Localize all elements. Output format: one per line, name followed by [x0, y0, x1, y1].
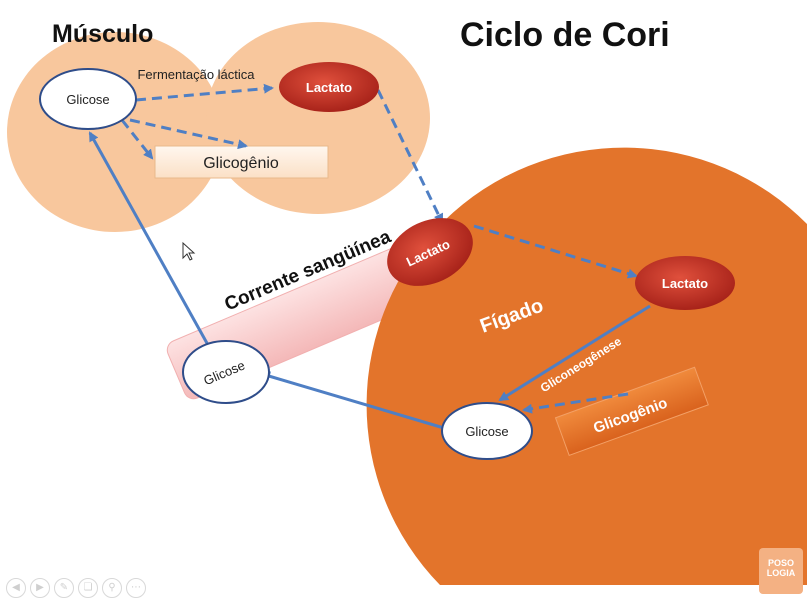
mouse-cursor-icon	[182, 241, 196, 261]
more-icon[interactable]: ⋯	[126, 578, 146, 598]
fermentation-label: Fermentação láctica	[137, 67, 255, 82]
blood-lactate-node: Lactato	[387, 218, 473, 286]
arrow-glucose-to-glycogen-muscle-2	[129, 118, 248, 150]
copy-icon[interactable]: ❏	[78, 578, 98, 598]
arrow-gluconeogenesis	[498, 304, 651, 402]
arrow-blood-lactate-to-liver	[473, 224, 638, 279]
muscle-title: Músculo	[52, 20, 154, 48]
arrow-liver-glucose-to-blood	[260, 371, 445, 430]
muscle-lactate-node: Lactato	[279, 62, 379, 112]
liver-glucose-label: Glicose	[465, 424, 508, 439]
play-icon[interactable]: ▶	[30, 578, 50, 598]
arrow-muscle-lactate-to-blood	[376, 89, 444, 224]
liver-lactate-node: Lactato	[635, 256, 735, 310]
arrow-glucose-to-glycogen-muscle	[120, 119, 154, 160]
zoom-icon[interactable]: ⚲	[102, 578, 122, 598]
muscle-glucose-label: Glicose	[66, 92, 109, 107]
liver-lactate-label: Lactato	[662, 276, 708, 291]
muscle-glycogen-label: Glicogênio	[203, 155, 279, 172]
blood-glucose-node: Glicose	[182, 340, 270, 404]
arrow-glucose-to-lactate-muscle	[135, 83, 274, 102]
muscle-glucose-node: Glicose	[39, 68, 137, 130]
liver-glucose-node: Glicose	[441, 402, 533, 460]
previous-icon[interactable]: ◀	[6, 578, 26, 598]
liver-glycogen-box	[554, 366, 709, 457]
muscle-glycogen-box	[154, 145, 329, 179]
arrow-blood-glucose-to-muscle	[88, 131, 210, 346]
pen-icon[interactable]: ✎	[54, 578, 74, 598]
arrow-liver-glycogen-to-glucose	[522, 392, 629, 414]
diagram-title: Ciclo de Cori	[460, 16, 670, 54]
muscle-lactate-label: Lactato	[306, 80, 352, 95]
channel-logo: POSO LOGIA	[759, 548, 803, 594]
